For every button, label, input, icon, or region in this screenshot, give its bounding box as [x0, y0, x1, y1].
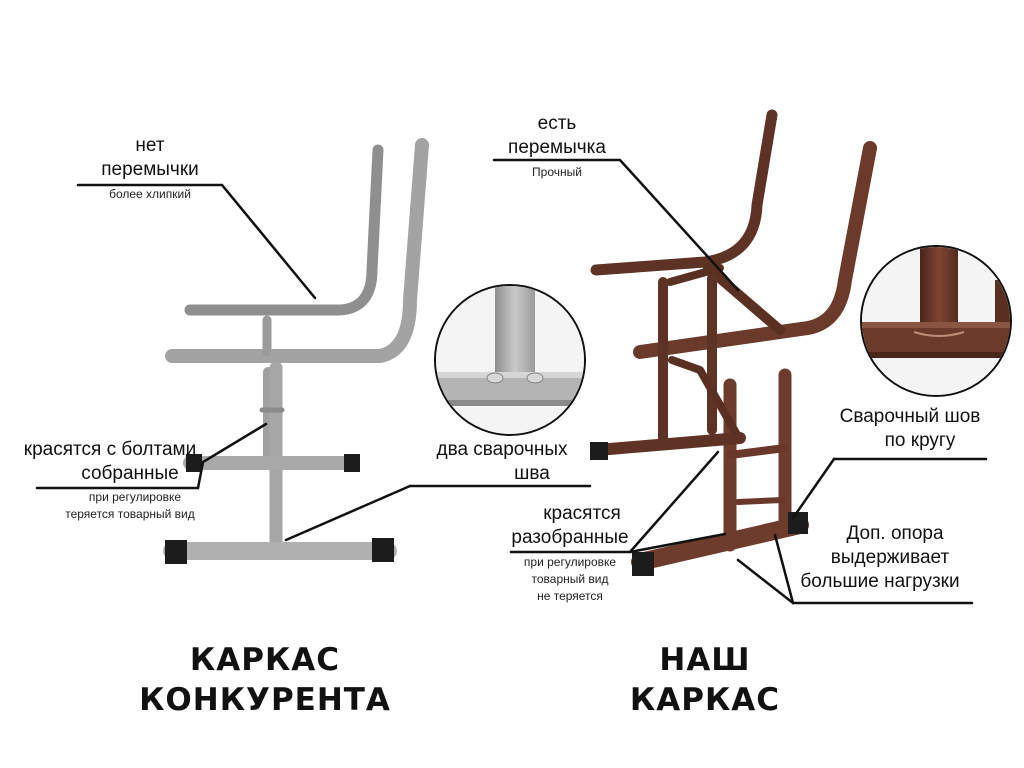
- weld-around-label: Сварочный шов по кругу: [830, 405, 990, 453]
- weld-around-line1: Сварочный шов: [839, 406, 981, 427]
- our-title-line1: НАШ: [659, 642, 751, 678]
- no-bridge-line1: нет: [135, 135, 165, 156]
- callout-lines: [35, 158, 988, 605]
- painted-disassembled-label: красятся разобранные при регулировке тов…: [505, 502, 635, 605]
- painted-with-bolts-note1: при регулировке: [88, 490, 182, 504]
- no-bridge-line2: перемычки: [101, 159, 199, 180]
- has-bridge-line1: есть: [537, 113, 577, 134]
- painted-disassembled-note1: при регулировке: [523, 555, 617, 569]
- competitor-chair-frame-icon: [163, 138, 429, 560]
- painted-with-bolts-label: красятся с болтами собранные при регулир…: [20, 438, 200, 523]
- extra-support-label: Доп. опора выдерживает большие нагрузки: [790, 522, 970, 594]
- painted-with-bolts-note2: теряется товарный вид: [65, 507, 195, 521]
- our-weld-detail-icon: [860, 245, 1012, 397]
- painted-with-bolts-line1: красятся с болтами: [23, 439, 197, 460]
- painted-disassembled-line1: красятся: [543, 503, 621, 524]
- has-bridge-line2: перемычка: [508, 137, 606, 158]
- painted-with-bolts-line2: собранные: [81, 463, 179, 484]
- extra-support-line1: Доп. опора: [846, 523, 944, 544]
- no-bridge-label: нет перемычки более хлипкий: [78, 134, 222, 203]
- our-title-line2: КАРКАС: [629, 682, 781, 718]
- painted-disassembled-note2: товарный вид: [531, 572, 609, 586]
- no-bridge-note: более хлипкий: [109, 187, 191, 201]
- our-foot-caps: [590, 442, 808, 576]
- has-bridge-label: есть перемычка Прочный: [494, 112, 620, 181]
- two-welds-label: два сварочных шва: [412, 438, 592, 486]
- our-title: НАШ КАРКАС: [580, 640, 830, 720]
- painted-disassembled-line2: разобранные: [511, 527, 629, 548]
- two-welds-line1: два сварочных: [436, 439, 568, 460]
- extra-support-line2: выдерживает: [830, 547, 950, 568]
- painted-disassembled-note3: не теряется: [537, 589, 603, 603]
- our-chair-frame-icon: [590, 109, 877, 571]
- competitor-weld-detail-icon: [434, 284, 586, 436]
- competitor-title-line2: КОНКУРЕНТА: [139, 682, 391, 718]
- competitor-title: КАРКАС КОНКУРЕНТА: [120, 640, 410, 720]
- extra-support-line3: большие нагрузки: [800, 571, 960, 592]
- two-welds-line2: шва: [514, 463, 550, 484]
- has-bridge-note: Прочный: [532, 165, 582, 179]
- weld-around-line2: по кругу: [884, 430, 956, 451]
- competitor-foot-caps: [165, 454, 394, 564]
- competitor-title-line1: КАРКАС: [189, 642, 341, 678]
